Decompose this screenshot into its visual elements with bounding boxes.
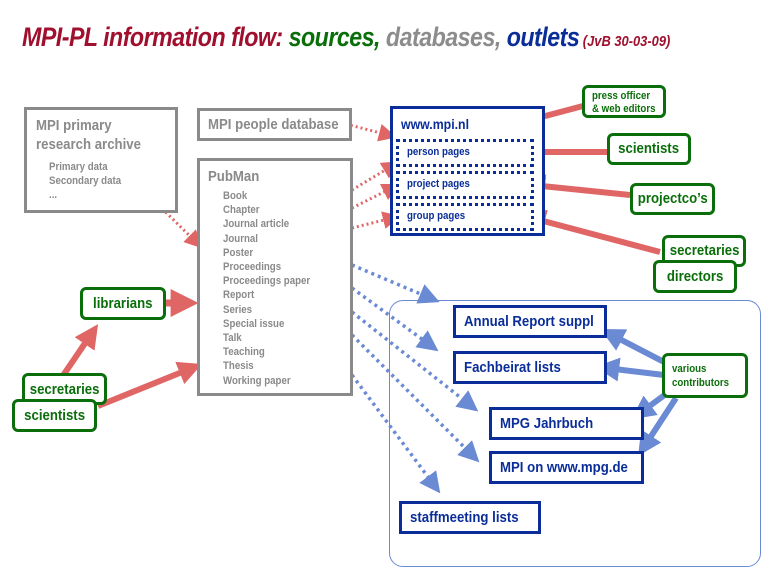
project-pages-box: project pages — [396, 171, 534, 199]
pubman-item: Poster — [223, 246, 254, 259]
group-pages-label: group pages — [407, 210, 466, 222]
arrow-various-to-mpgde — [638, 396, 679, 457]
staffmeeting-label: staffmeeting lists — [410, 509, 519, 526]
pubman-item: Journal — [223, 232, 258, 245]
website-title: www.mpi.nl — [401, 116, 469, 132]
directors-label: directors — [666, 268, 724, 285]
archive-item: Primary data — [49, 161, 108, 173]
mpg-de-label: MPI on www.mpg.de — [500, 459, 628, 476]
pubman-item: Journal article — [223, 218, 290, 231]
pubman-list: Book Chapter Journal article Journal Pos… — [223, 189, 350, 388]
directors-box: directors — [653, 260, 737, 293]
scientists-right-label: scientists — [618, 140, 680, 157]
pubman-item: Series — [223, 303, 253, 316]
fachbeirat-label: Fachbeirat lists — [464, 359, 561, 376]
press-officer-line2: & web editors — [592, 103, 656, 115]
title-databases: databases, — [379, 22, 501, 52]
title-sources: sources, — [288, 22, 381, 52]
archive-item: Secondary data — [49, 175, 122, 187]
annual-report-box: Annual Report suppl — [453, 305, 607, 338]
pubman-item: Proceedings paper — [223, 275, 311, 288]
arrow-various-to-annual-report — [600, 329, 666, 365]
arrow-projectcos-to-project — [521, 174, 631, 199]
scientists-left-box: scientists — [12, 399, 97, 432]
various-contributors-box: various contributors — [662, 353, 748, 398]
diagram-title: MPI-PL information flow: sources, databa… — [22, 22, 670, 53]
arrow-pubman-to-project — [351, 183, 401, 210]
title-main: MPI-PL information flow: — [22, 22, 289, 52]
pubman-item: Talk — [223, 332, 242, 345]
arrow-pubman-to-fachbeirat — [350, 286, 439, 352]
outlets-container — [389, 300, 761, 567]
archive-list: Primary data Secondary data ... — [49, 160, 175, 202]
pubman-box: PubMan Book Chapter Journal article Jour… — [197, 158, 353, 396]
people-database-label: MPI people database — [208, 116, 339, 133]
project-pages-label: project pages — [407, 178, 470, 190]
librarians-label: librarians — [93, 295, 153, 312]
arrow-secretaries-to-librarians — [57, 324, 99, 382]
fachbeirat-box: Fachbeirat lists — [453, 351, 607, 384]
person-pages-label: person pages — [407, 146, 470, 158]
arrow-secretaries-to-group — [521, 209, 661, 255]
projectcos-box: projectco’s — [630, 183, 715, 215]
arrow-pubman-to-mpgde — [350, 333, 480, 463]
website-box: www.mpi.nl person pages project pages gr… — [390, 106, 545, 236]
pubman-item: Proceedings — [223, 261, 282, 274]
pubman-item: Report — [223, 289, 255, 302]
jahrbuch-box: MPG Jahrbuch — [489, 407, 644, 440]
arrow-people-to-website — [345, 122, 397, 142]
arrow-pubman-to-person — [351, 161, 400, 192]
jahrbuch-label: MPG Jahrbuch — [500, 415, 594, 432]
staffmeeting-box: staffmeeting lists — [399, 501, 541, 534]
arrow-scientists-to-pubman — [96, 361, 203, 409]
people-database-box: MPI people database — [197, 108, 352, 141]
librarians-box: librarians — [80, 287, 166, 320]
arrow-pubman-to-group — [351, 211, 401, 230]
scientists-right-box: scientists — [607, 133, 691, 165]
pubman-item: Working paper — [223, 374, 291, 387]
title-outlets: outlets — [500, 22, 580, 52]
archive-title-line1: MPI primary — [36, 117, 112, 134]
scientists-left-label: scientists — [24, 407, 85, 424]
pubman-item: Chapter — [223, 204, 260, 217]
archive-box: MPI primary research archive Primary dat… — [24, 107, 178, 213]
group-pages-box: group pages — [396, 203, 534, 231]
title-date: (JvB 30-03-09) — [579, 33, 671, 50]
pubman-item: Teaching — [223, 346, 265, 359]
press-officer-box: press officer & web editors — [582, 85, 666, 118]
arrow-pubman-to-staffmeeting — [350, 373, 441, 494]
various-line1: various — [672, 363, 707, 375]
various-line2: contributors — [672, 377, 730, 389]
archive-title-line2: research archive — [36, 136, 141, 153]
pubman-item: Special issue — [223, 317, 285, 330]
secretaries-left-label: secretaries — [29, 381, 100, 398]
archive-item: ... — [49, 189, 58, 201]
secretaries-right-label: secretaries — [669, 242, 740, 259]
pubman-item: Book — [223, 190, 248, 202]
mpg-de-box: MPI on www.mpg.de — [489, 451, 644, 484]
arrow-various-to-fachbeirat — [595, 357, 665, 382]
press-officer-line1: press officer — [592, 90, 651, 102]
pubman-title: PubMan — [208, 168, 260, 185]
annual-report-label: Annual Report suppl — [464, 313, 594, 330]
person-pages-box: person pages — [396, 139, 534, 167]
arrow-pubman-to-annual-report — [351, 263, 440, 304]
arrow-various-to-jahrbuch — [631, 391, 668, 420]
projectcos-label: projectco’s — [637, 190, 708, 207]
pubman-item: Thesis — [223, 360, 254, 373]
